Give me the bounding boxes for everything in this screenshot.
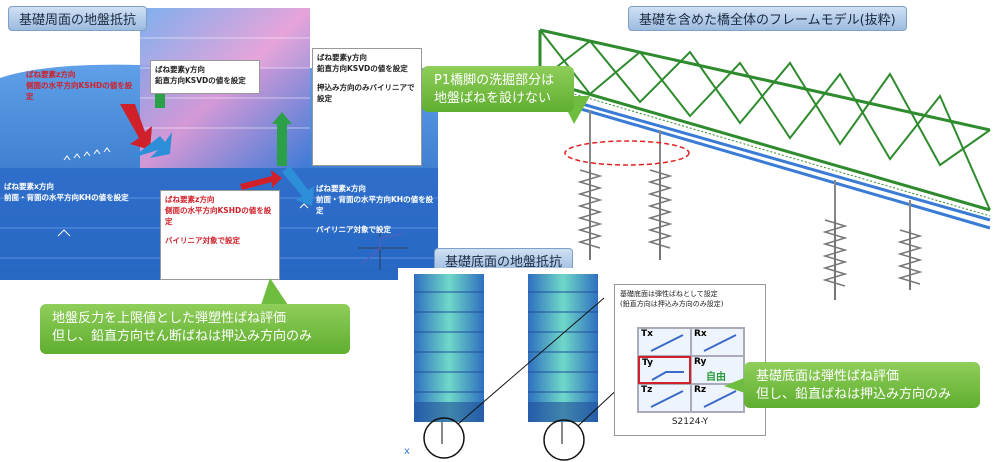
bottom-note-line1: 基礎底面は弾性ばね評価 [756, 369, 900, 384]
spring-z2-box: ばね要素z方向 側面の水平方向KSHDの値を設定 バイリニア対象で設定 [160, 190, 280, 280]
base-spring-heading-line2: (鉛直方向は押込み方向のみ設定) [620, 300, 724, 308]
cell-tx-label: Tx [641, 329, 653, 339]
push-only-box: ばね要素y方向 鉛直方向KSVDの値を設定 押込み方向のみバイリニアで設定 [312, 48, 422, 166]
bottom-note-line2: 但し、鉛直ばねは押込み方向のみ [756, 387, 952, 402]
bilinear-a-label: バイリニア対象で設定 [165, 236, 240, 245]
green-arrow-icon-2 [272, 112, 292, 166]
p1-note: P1橋脚の洗掘部分は 地盤ばねを設けない [422, 66, 574, 112]
red-arrow-icon-2 [240, 170, 282, 190]
cell-rz-curve [703, 390, 737, 408]
cell-rz-label: Rz [694, 385, 707, 395]
spring-code: S2124-Y [671, 417, 709, 427]
side-note-pointer [260, 278, 290, 308]
cell-ty-label: Ty [642, 358, 653, 368]
blue-arrow-icon-2 [282, 166, 314, 206]
spring-x-label: ばね要素x方向 [4, 182, 54, 191]
spring-z-label: ばね要素z方向 [26, 70, 76, 79]
full-bridge-title: 基礎を含めた橋全体のフレームモデル(抜粋) [628, 6, 907, 31]
spring-x2-label: ばね要素x方向 [316, 184, 366, 193]
scour-zone-ellipse [564, 140, 690, 166]
cell-tx-curve [650, 334, 684, 352]
side-note-line1: 地盤反力を上限値とした弾塑性ばね評価 [52, 311, 287, 326]
spring-z2-desc: 側面の水平方向KSHDの値を設定 [165, 206, 272, 226]
side-note: 地盤反力を上限値とした弾塑性ばね評価 但し、鉛直方向せん断ばねは押込み方向のみ [40, 304, 350, 354]
blue-arrow-icon [132, 132, 172, 158]
svg-text:x: x [404, 446, 410, 457]
spring-x2-box: ばね要素x方向 前面・背面の水平方向KHの値を設定 バイリニア対象で設定 [312, 180, 438, 270]
spring-x-label-box: ばね要素x方向 前面・背面の水平方向KHの値を設定 [0, 178, 135, 212]
cell-ty-curve [651, 371, 684, 381]
spring-y-desc: 鉛直方向KSVDの値を設定 [155, 76, 246, 85]
spring-cell-tz: Tz [638, 384, 691, 412]
spring-cell-rz: Rz [691, 384, 744, 412]
red-arrow-icon [120, 104, 152, 150]
bridge-frame-model [538, 28, 991, 300]
base-circle-left [423, 417, 465, 459]
spring-z-desc: 側面の水平方向KSHDの値を設定 [26, 81, 133, 101]
cell-tz-label: Tz [641, 385, 653, 395]
push-only-label: 押込み方向のみバイリニアで設定 [317, 83, 415, 103]
cell-rx-label: Rx [694, 329, 707, 339]
p1-note-line1: P1橋脚の洗掘部分は [434, 73, 555, 88]
base-spring-panel: 基礎底面は弾性ばねとして設定 (鉛直方向は押込み方向のみ設定) Tx Rx Ty… [614, 284, 766, 436]
spring-y2-desc: 鉛直方向KSVDの値を設定 [317, 64, 408, 73]
cell-rx-curve [703, 334, 737, 352]
spring-cell-rx: Rx [691, 328, 744, 356]
spring-x-desc: 前面・背面の水平方向KHの値を設定 [4, 193, 129, 202]
spring-x2-desc: 前面・背面の水平方向KHの値を設定 [316, 195, 434, 215]
free-label: 自由 [706, 372, 726, 383]
p1-note-line2: 地盤ばねを設けない [434, 91, 552, 106]
spring-z2-label: ばね要素z方向 [165, 195, 215, 204]
cell-tz-curve [650, 390, 684, 408]
spring-y-label-box: ばね要素y方向 鉛直方向KSVDの値を設定 [150, 60, 260, 94]
bottom-note: 基礎底面は弾性ばね評価 但し、鉛直ばねは押込み方向のみ [744, 362, 980, 408]
spring-cell-ty: Ty [638, 356, 691, 384]
spring-y-label: ばね要素y方向 [155, 65, 205, 74]
base-spring-heading: 基礎底面は弾性ばねとして設定 (鉛直方向は押込み方向のみ設定) [615, 285, 765, 309]
base-spring-heading-line1: 基礎底面は弾性ばねとして設定 [620, 290, 718, 298]
spring-y2-label: ばね要素y方向 [317, 53, 367, 62]
side-note-line2: 但し、鉛直方向せん断ばねは押込み方向のみ [52, 329, 313, 344]
spring-cell-tx: Tx [638, 328, 691, 356]
spring-z-label-box: ばね要素z方向 側面の水平方向KSHDの値を設定 [22, 66, 142, 108]
side-resistance-panel: ばね要素z方向 側面の水平方向KSHDの値を設定 ばね要素y方向 鉛直方向KSV… [0, 8, 438, 280]
spring-grid: Tx Rx Ty Ry 自由 Tz Rz [637, 327, 745, 413]
side-resistance-title: 基礎周面の地盤抵抗 [8, 6, 148, 31]
base-circle-right [543, 419, 585, 461]
cell-ry-label: Ry [694, 357, 707, 367]
spring-cell-ry: Ry 自由 [691, 356, 744, 384]
bilinear-b-label: バイリニア対象で設定 [316, 225, 391, 234]
